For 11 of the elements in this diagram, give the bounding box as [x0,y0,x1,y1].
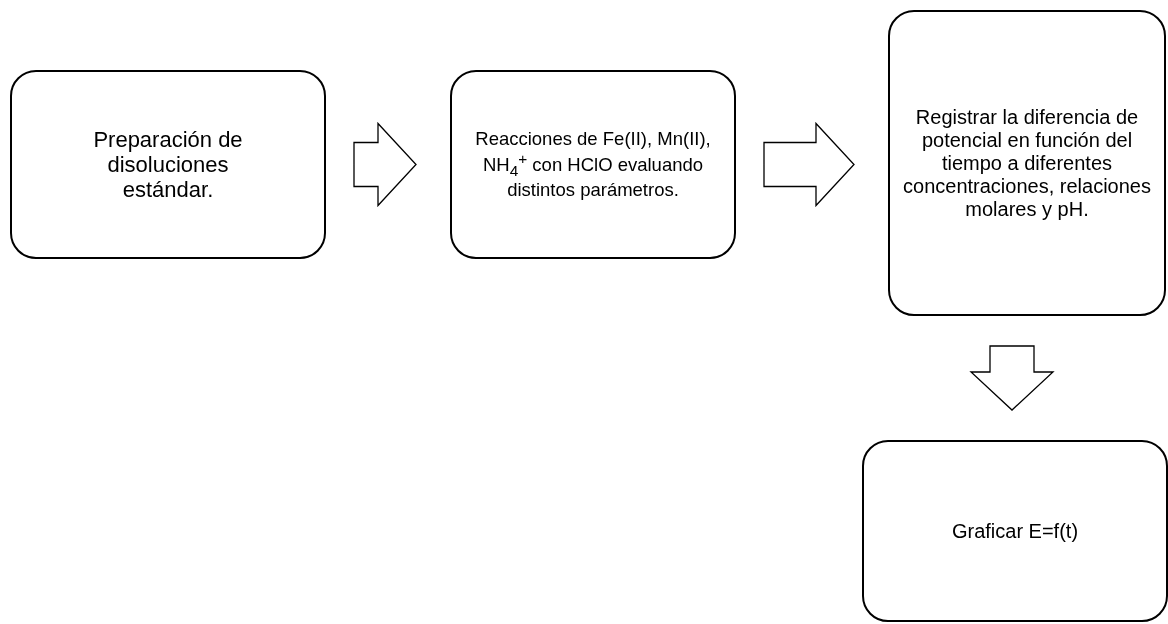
step-text: Graficar E=f(t) [951,519,1079,543]
step-text: Registrar la diferencia de potencial en función del tiempo a diferentes concentraciones, relaciones molares y pH. [902,105,1152,221]
step-text: Reacciones de Fe(II), Mn(II), NH$_{4}$$^{+}$ con HClO evaluando distintos parámetros. [474,128,712,201]
block-arrow [763,121,855,208]
block-arrow [353,121,417,208]
process-box [888,10,1166,316]
step-text: Preparación de disoluciones estándar. [92,126,244,203]
block-arrow [969,345,1055,411]
process-box [450,70,736,259]
process-box [10,70,326,259]
process-box [862,440,1168,622]
